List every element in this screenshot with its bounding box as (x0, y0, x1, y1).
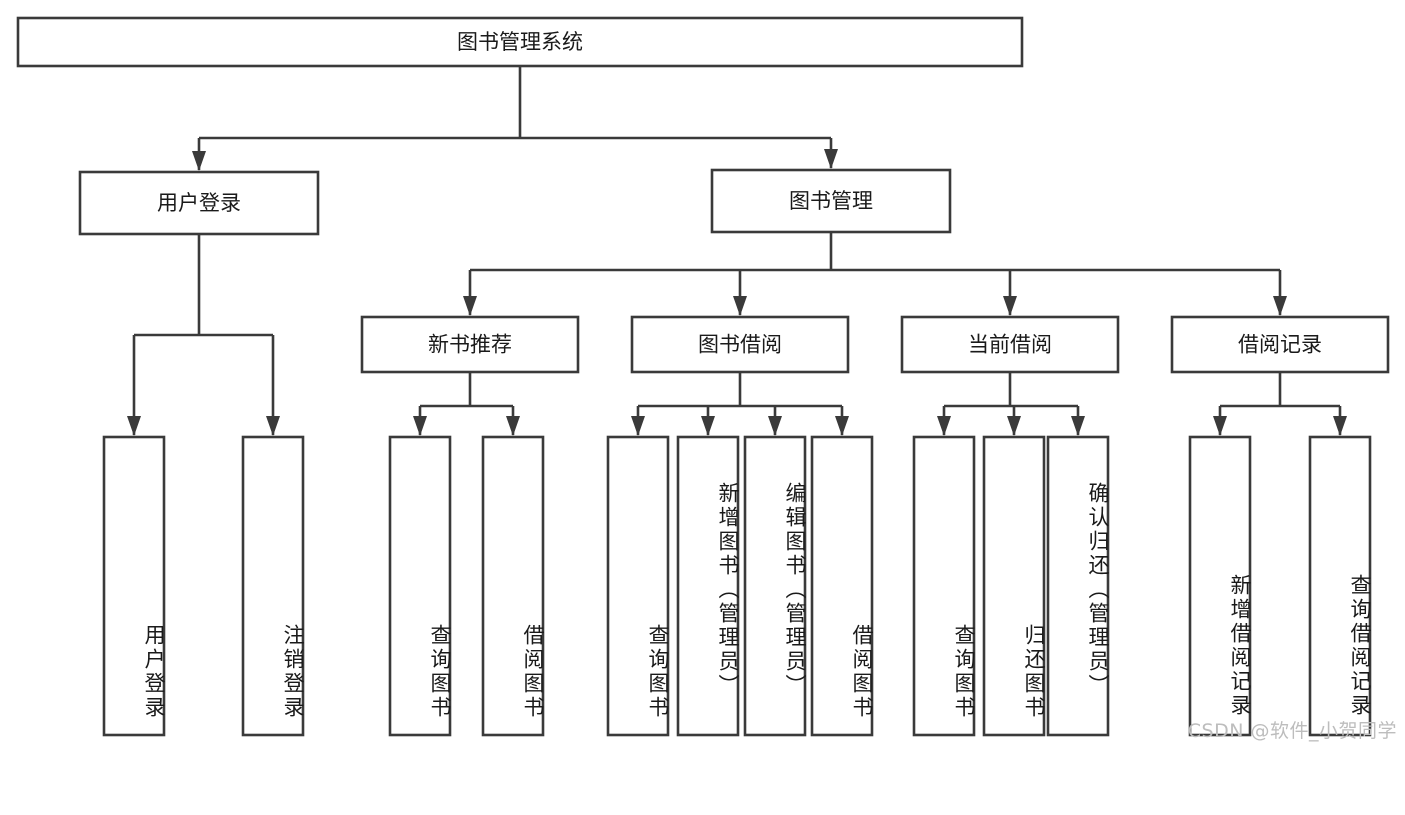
node-book-management-box[interactable] (710, 168, 952, 234)
leaf-leaf-borrow-book-1-box[interactable] (481, 435, 545, 737)
arrow-head-icon (192, 151, 206, 171)
leaf-leaf-edit-book-box[interactable] (743, 435, 807, 737)
arrow-head-icon (463, 296, 477, 316)
leaf-leaf-add-borrow-record-box[interactable] (1188, 435, 1252, 737)
arrow-head-icon (266, 416, 280, 436)
node-new-book-recommend-box[interactable] (360, 315, 580, 374)
arrow-head-icon (1071, 416, 1085, 436)
node-book-management-label: 图书管理 (789, 189, 873, 213)
node-root-box[interactable] (16, 16, 1024, 68)
node-new-book-recommend-label: 新书推荐 (428, 333, 512, 357)
node-user-login-label: 用户登录 (157, 191, 241, 215)
watermark: CSDN @软件_小贺同学 (1187, 720, 1397, 742)
arrow-head-icon (835, 416, 849, 436)
arrow-head-icon (1213, 416, 1227, 436)
arrow-head-icon (506, 416, 520, 436)
leaf-leaf-user-logout-box[interactable] (241, 435, 305, 737)
arrow-head-icon (768, 416, 782, 436)
leaf-leaf-query-book-3-box[interactable] (912, 435, 976, 737)
leaf-leaf-confirm-return-box[interactable] (1046, 435, 1110, 737)
arrow-head-icon (1007, 416, 1021, 436)
node-current-borrow-box[interactable] (900, 315, 1120, 374)
arrow-head-icon (1003, 296, 1017, 316)
arrow-head-icon (1333, 416, 1347, 436)
node-user-login-box[interactable] (78, 170, 320, 236)
leaf-leaf-return-book-box[interactable] (982, 435, 1046, 737)
arrow-head-icon (733, 296, 747, 316)
node-current-borrow-label: 当前借阅 (968, 333, 1052, 357)
arrow-head-icon (824, 149, 838, 169)
leaf-leaf-query-book-2-box[interactable] (606, 435, 670, 737)
leaf-leaf-query-borrow-record-box[interactable] (1308, 435, 1372, 737)
arrow-head-icon (127, 416, 141, 436)
connector-layer (127, 66, 1347, 436)
node-borrow-record-box[interactable] (1170, 315, 1390, 374)
node-box-layer (16, 16, 1390, 737)
arrow-head-icon (1273, 296, 1287, 316)
leaf-leaf-borrow-book-2-box[interactable] (810, 435, 874, 737)
node-borrow-record-label: 借阅记录 (1238, 333, 1322, 357)
node-book-borrow-box[interactable] (630, 315, 850, 374)
arrow-head-icon (701, 416, 715, 436)
node-book-borrow-label: 图书借阅 (698, 333, 782, 357)
leaf-leaf-query-book-1-box[interactable] (388, 435, 452, 737)
arrow-head-icon (937, 416, 951, 436)
arrow-head-icon (413, 416, 427, 436)
leaf-leaf-user-login-box[interactable] (102, 435, 166, 737)
leaf-leaf-add-book-box[interactable] (676, 435, 740, 737)
diagram-canvas: 图书管理系统用户登录图书管理新书推荐图书借阅当前借阅借阅记录 用户登录注销登录查… (16, 16, 1397, 742)
node-root-label: 图书管理系统 (457, 30, 583, 54)
arrow-head-icon (631, 416, 645, 436)
